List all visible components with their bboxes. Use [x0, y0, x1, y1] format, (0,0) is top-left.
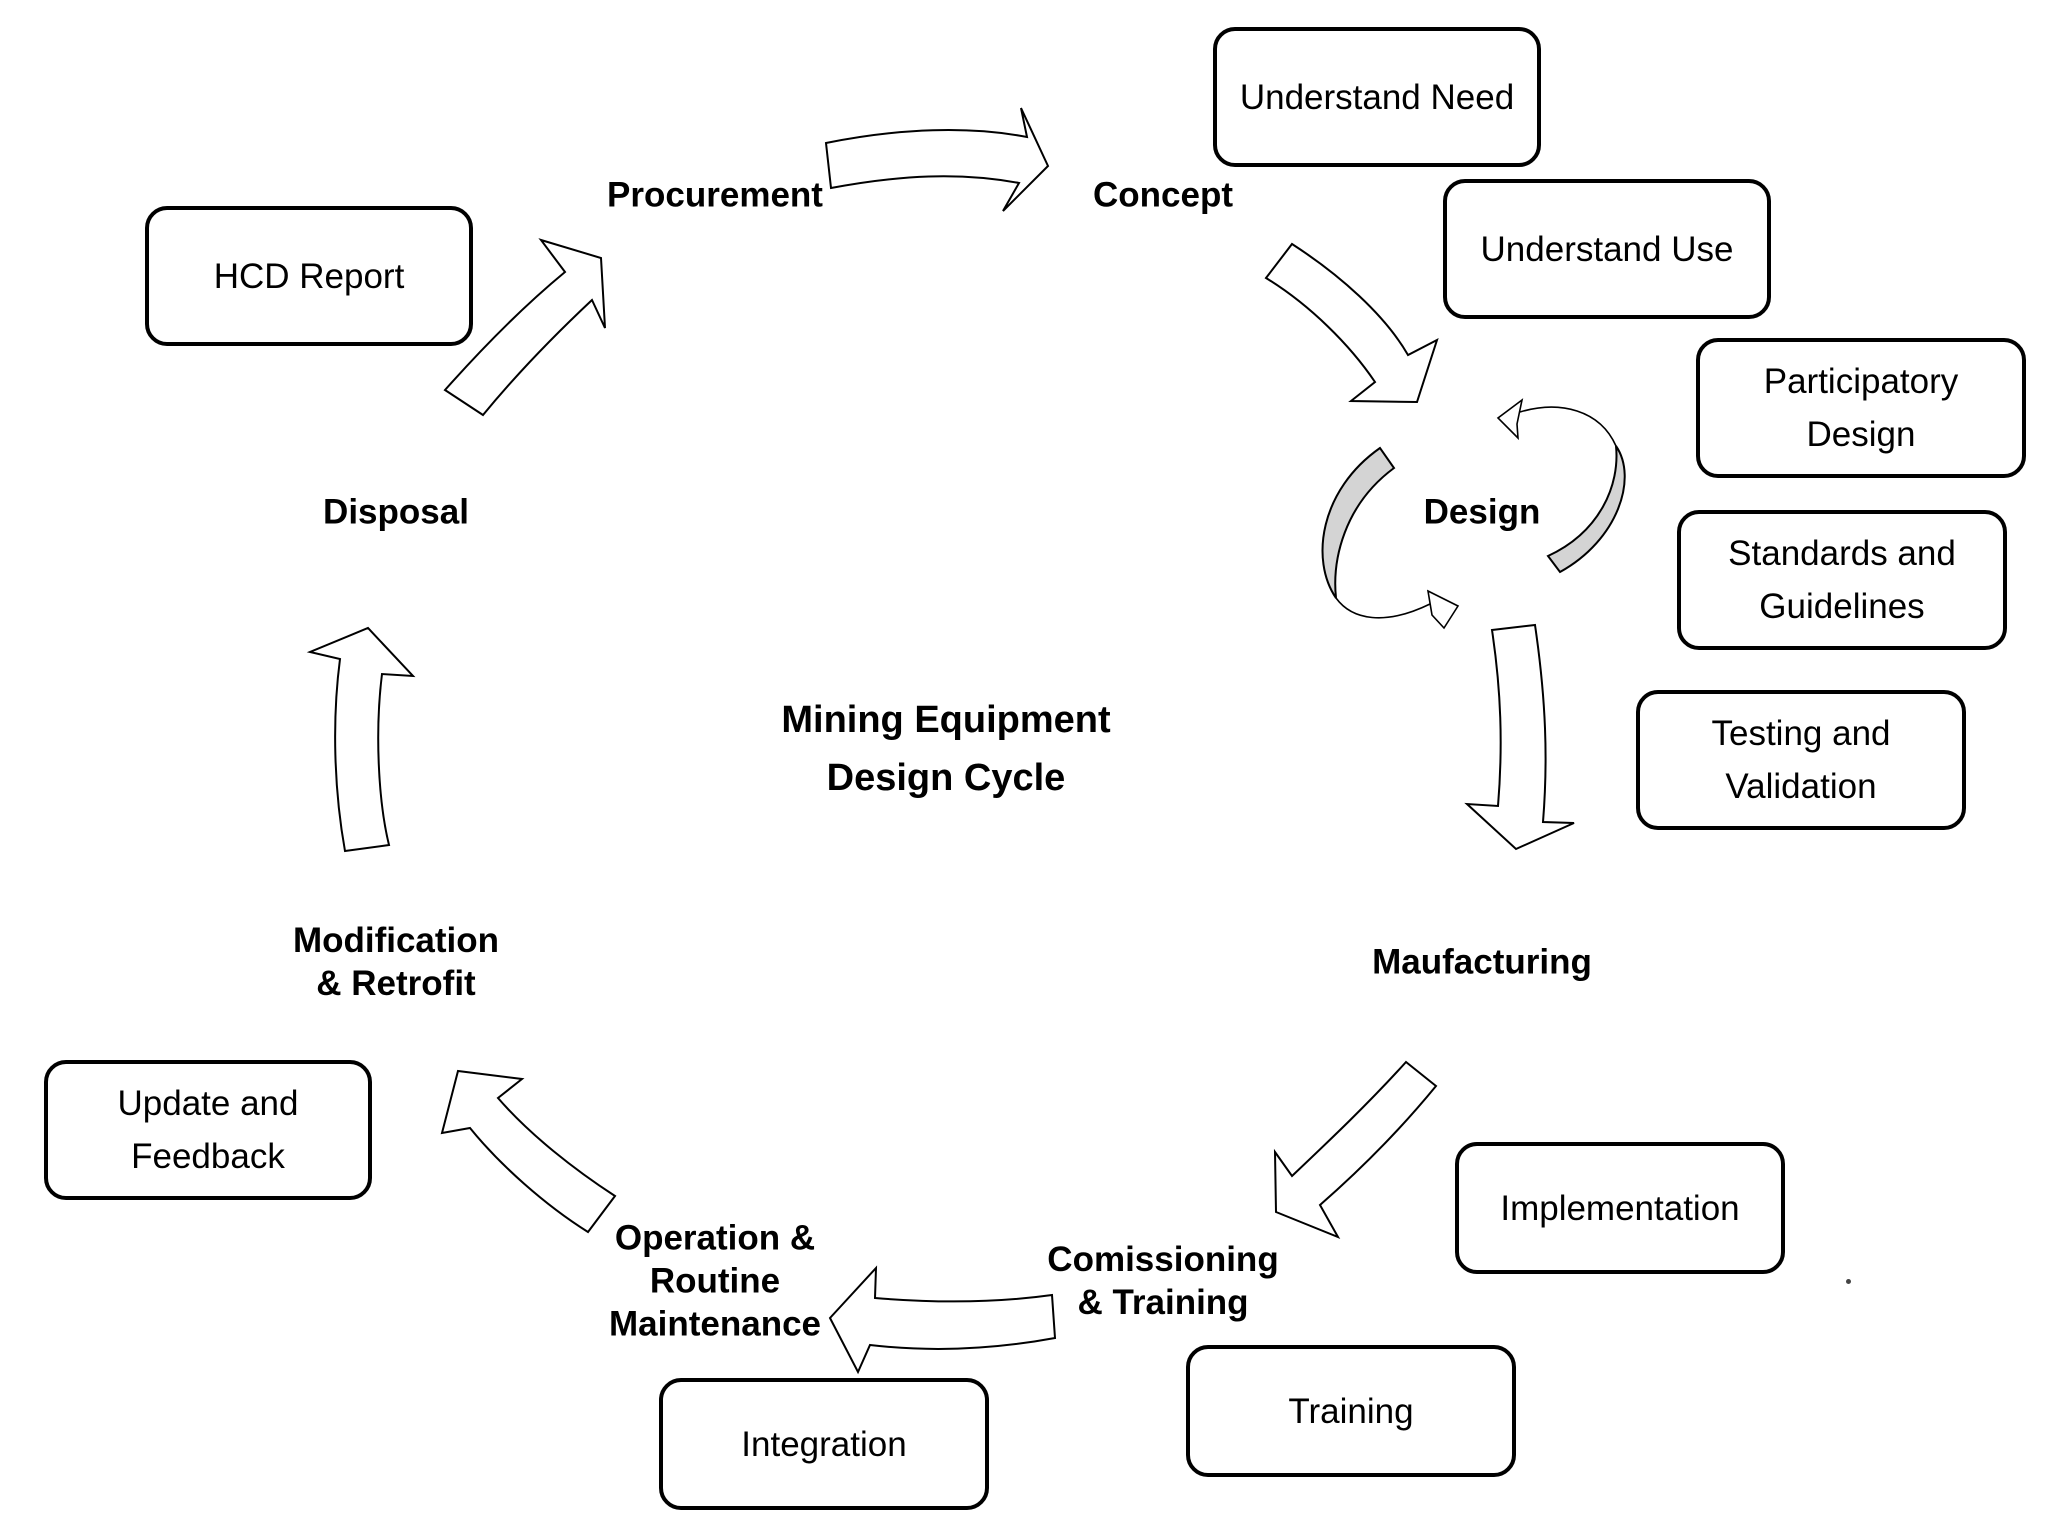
stage-manufacturing: Maufacturing	[1372, 942, 1592, 982]
diagram-title-line-2: Design Cycle	[826, 757, 1066, 799]
box-testing-validation: Testing and Validation	[1636, 690, 1966, 830]
stage-modification: Modification & Retrofit	[292, 921, 500, 1003]
arrow-procurement-to-concept	[824, 107, 1050, 212]
stage-commissioning: Comissioning & Training	[1047, 1240, 1279, 1322]
box-standards-guidelines: Standards and Guidelines	[1677, 510, 2007, 650]
box-update-feedback: Update and Feedback	[44, 1060, 372, 1200]
box-hcd-report: HCD Report	[145, 206, 473, 346]
stage-procurement: Procurement	[607, 175, 823, 215]
stage-disposal: Disposal	[323, 492, 469, 532]
design-loop-right-outline	[1519, 406, 1617, 447]
box-integration: Integration	[659, 1378, 989, 1510]
design-loop-left-outline	[1335, 597, 1431, 619]
box-understand-need: Understand Need	[1213, 27, 1541, 167]
design-loop-left-head	[1426, 589, 1460, 630]
arrow-modification-to-disposal	[306, 626, 416, 853]
arrow-disposal-to-procurement	[443, 238, 606, 417]
box-implementation: Implementation	[1455, 1142, 1785, 1274]
arrow-commissioning-to-operation	[828, 1265, 1057, 1375]
design-loop-right-head	[1496, 398, 1524, 441]
box-understand-use: Understand Use	[1443, 179, 1771, 319]
design-iteration-arrows	[1321, 398, 1626, 630]
box-participatory-design: Participatory Design	[1696, 338, 2026, 478]
design-loop-left-band	[1321, 446, 1396, 599]
stage-concept: Concept	[1093, 175, 1233, 215]
diagram-title: Mining Equipment Design Cycle	[781, 691, 1110, 807]
arrow-design-to-manufacturing	[1464, 623, 1575, 851]
stage-operation: Operation & Routine Maintenance	[609, 1218, 821, 1344]
stray-dot	[1846, 1279, 1851, 1284]
stage-design: Design	[1423, 492, 1541, 532]
design-loop-right-band	[1546, 445, 1626, 574]
box-training: Training	[1186, 1345, 1516, 1477]
arrow-operation-to-modification	[440, 1069, 617, 1234]
arrow-concept-to-design	[1264, 242, 1439, 404]
arrow-manufacturing-to-commissioning	[1273, 1060, 1438, 1239]
diagram-title-line-1: Mining Equipment	[781, 699, 1111, 741]
